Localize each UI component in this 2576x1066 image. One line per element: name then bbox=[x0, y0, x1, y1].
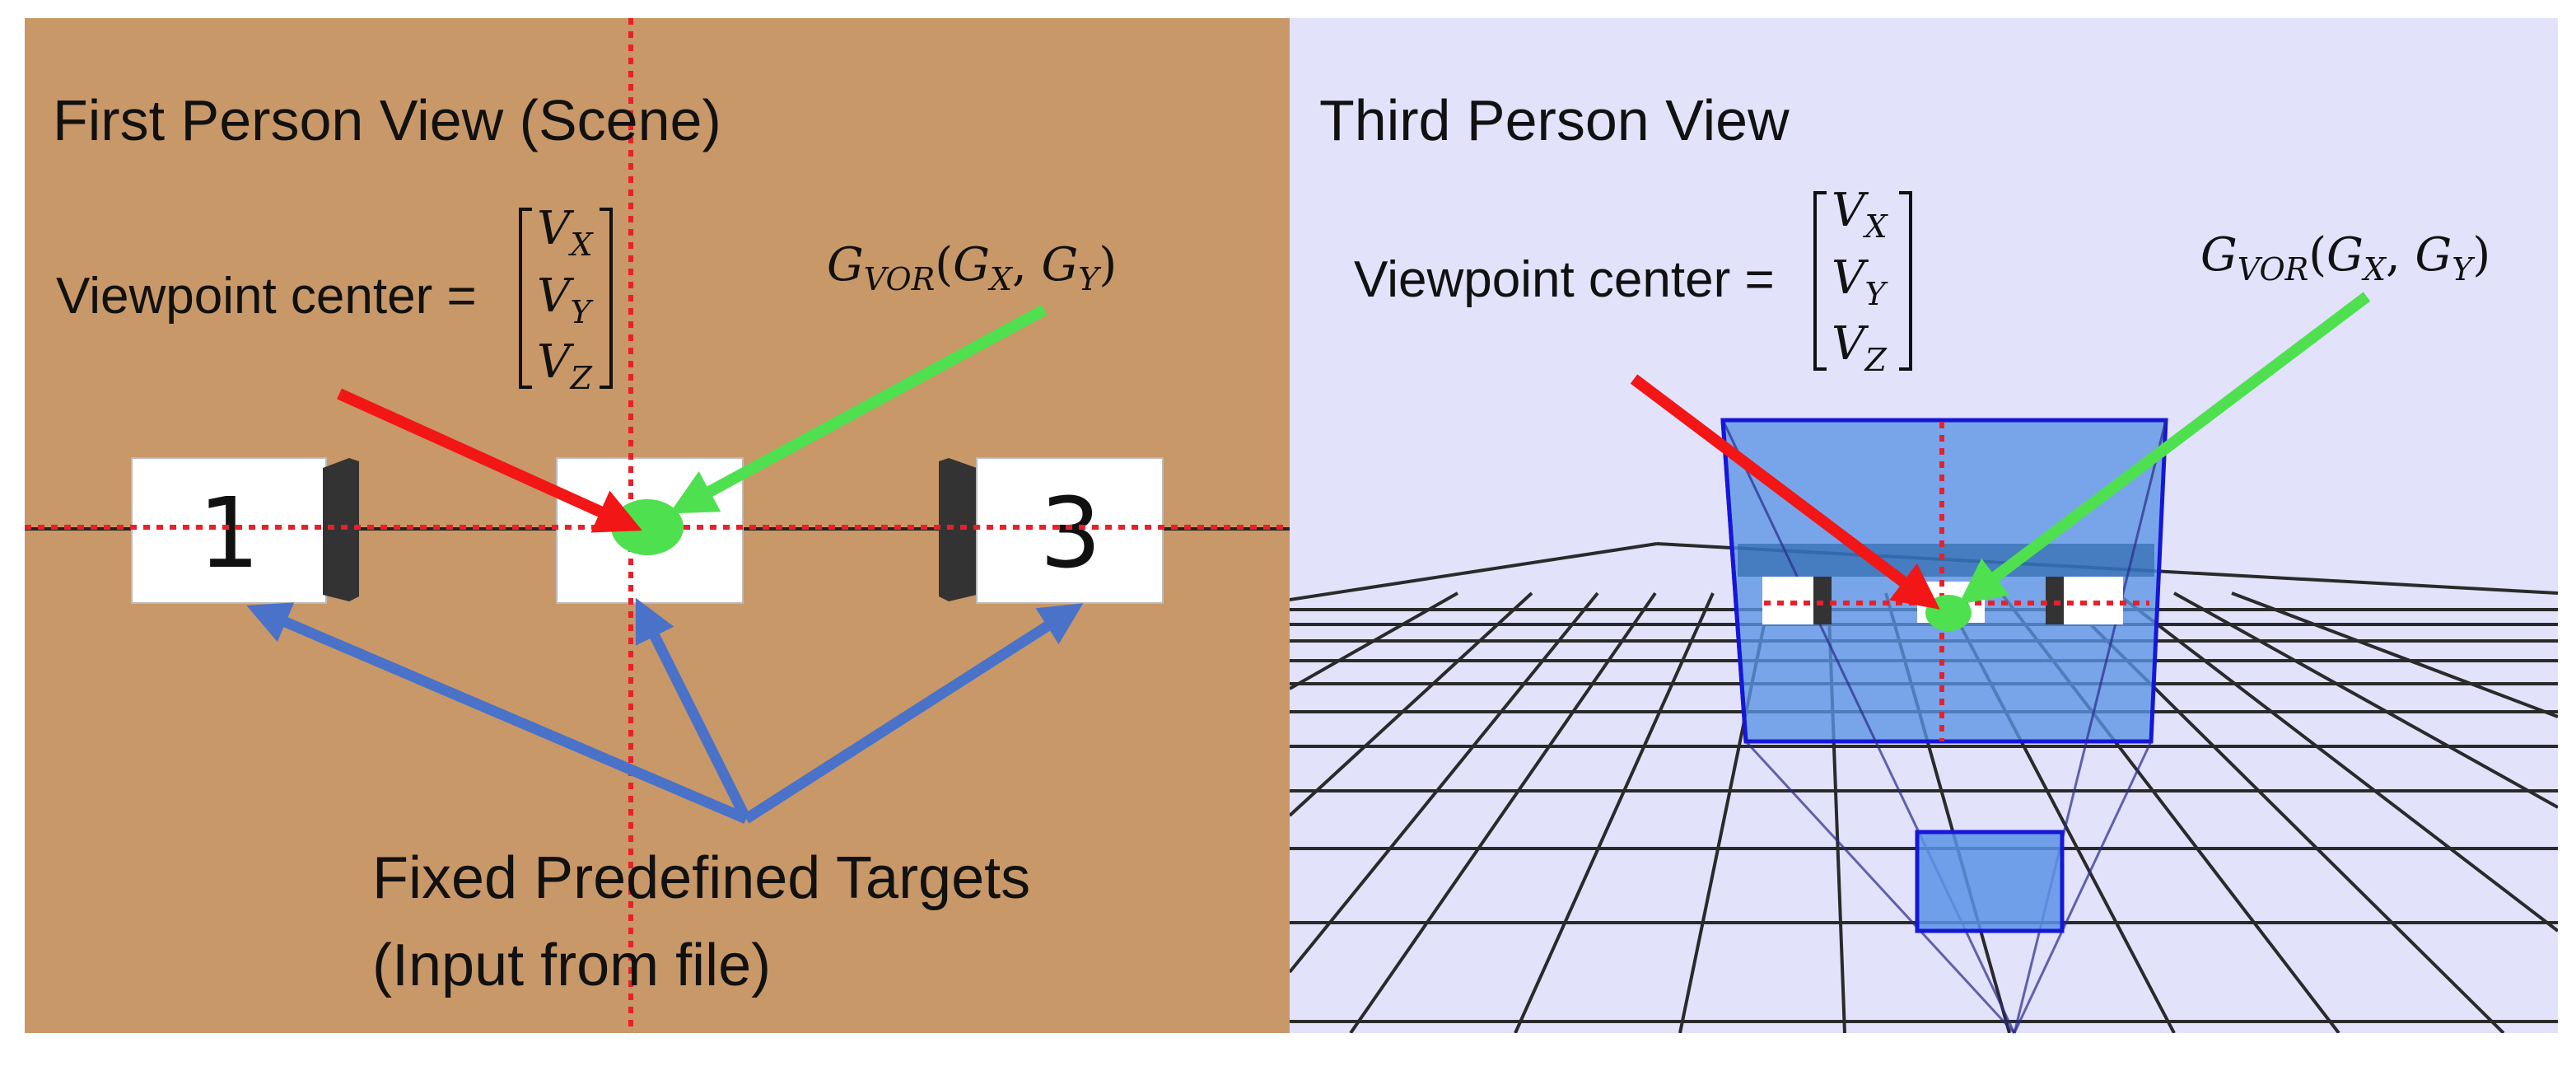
third-person-panel: Third Person View Viewpoint center = VX … bbox=[1290, 18, 2558, 1035]
near-plane bbox=[1915, 830, 2065, 933]
frustum-edge-left bbox=[1720, 419, 1748, 742]
target-arrow-3 bbox=[743, 603, 1084, 824]
third-gaze-point bbox=[1925, 595, 1972, 631]
svg-text:VZ: VZ bbox=[1832, 317, 1887, 378]
svg-text:VX: VX bbox=[1832, 184, 1888, 245]
first-person-title: First Person View (Scene) bbox=[53, 88, 721, 152]
third-gaze-arrow bbox=[1958, 292, 2371, 605]
gaze-formula-label: GVOR(GX, GY) bbox=[827, 238, 1117, 297]
target-arrow-1 bbox=[246, 602, 749, 824]
third-viewpoint-arrow bbox=[1630, 374, 1940, 610]
targets-caption-line2: (Input from file) bbox=[372, 933, 771, 998]
first-person-panel: 1 3 First Person View (Scene) Viewpoint … bbox=[25, 18, 1290, 1033]
third-viewpoint-center-label: Viewpoint center = bbox=[1354, 251, 1775, 308]
targets-caption-line1: Fixed Predefined Targets bbox=[372, 845, 1030, 911]
target-1: 1 bbox=[131, 457, 359, 604]
viewpoint-vector: VX VY VZ bbox=[519, 202, 613, 396]
target-1-label: 1 bbox=[198, 476, 259, 590]
third-person-title: Third Person View bbox=[1319, 88, 1790, 152]
third-gaze-formula-label: GVOR(GX, GY) bbox=[2200, 228, 2490, 288]
viewpoint-arrow bbox=[337, 388, 642, 533]
frustum-band bbox=[1738, 544, 2154, 577]
target-arrow-2 bbox=[635, 597, 751, 821]
third-viewpoint-vector: VX VY VZ bbox=[1813, 184, 1912, 378]
svg-text:VX: VX bbox=[537, 202, 594, 263]
gaze-arrow bbox=[669, 304, 1048, 514]
svg-text:VZ: VZ bbox=[537, 335, 592, 396]
svg-text:VY: VY bbox=[537, 269, 594, 330]
target-3: 3 bbox=[939, 457, 1164, 604]
target-3-label: 3 bbox=[1039, 476, 1101, 590]
svg-text:VY: VY bbox=[1832, 251, 1888, 312]
viewpoint-center-label: Viewpoint center = bbox=[56, 268, 477, 325]
